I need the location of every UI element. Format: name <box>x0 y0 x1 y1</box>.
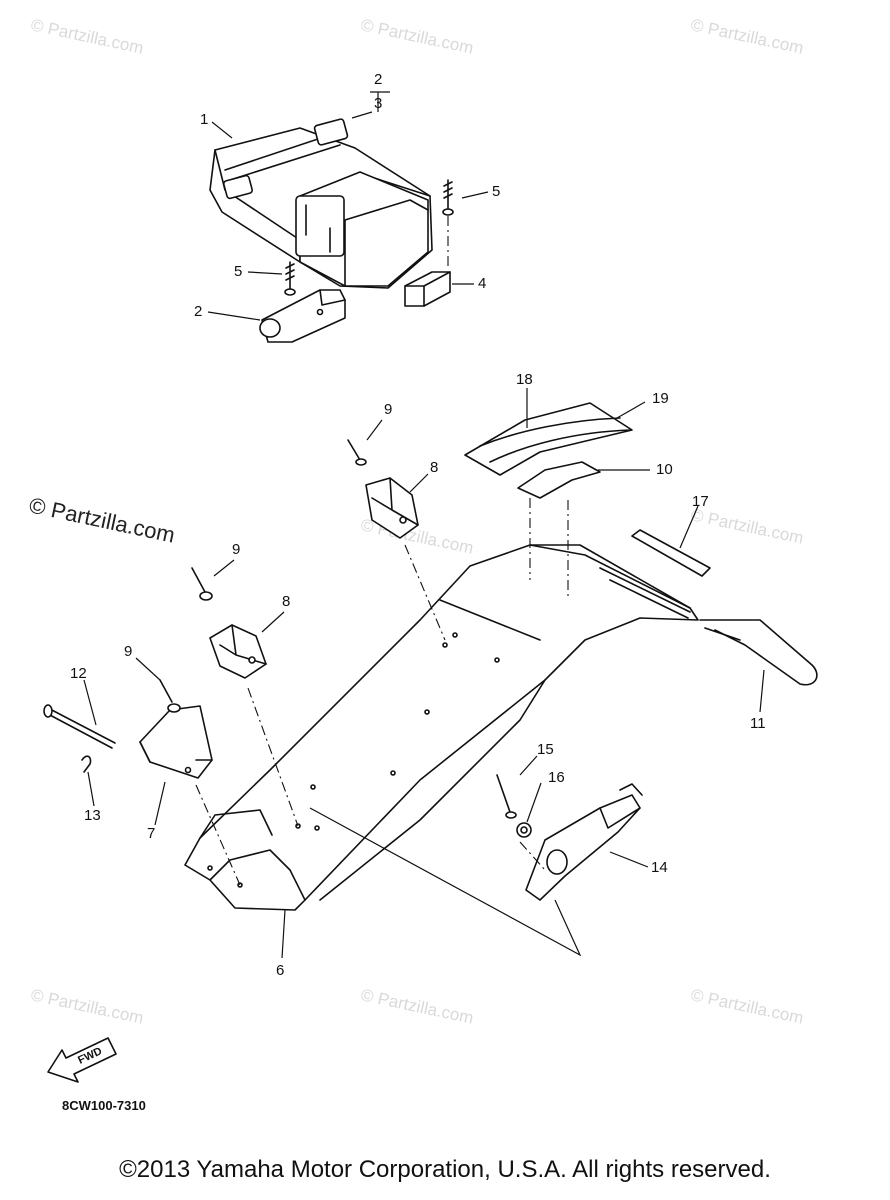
callout-9: 9 <box>124 643 132 660</box>
callout-19: 19 <box>652 390 669 407</box>
part-13-cotter <box>81 755 92 773</box>
callout-14: 14 <box>651 859 668 876</box>
part-11-handle <box>699 619 818 686</box>
part-9-screw-lower <box>159 679 181 713</box>
copyright-notice: ©2013 Yamaha Motor Corporation, U.S.A. A… <box>119 1156 771 1183</box>
watermark: © Partzilla.com <box>359 985 475 1027</box>
part-12-pin <box>43 704 116 749</box>
part-1-battery-assembly <box>209 118 433 289</box>
watermark: © Partzilla.com <box>689 505 805 547</box>
callout-8: 8 <box>430 459 438 476</box>
callout-15: 15 <box>537 741 554 758</box>
callout-8: 8 <box>282 593 290 610</box>
callout-1: 1 <box>200 111 208 128</box>
part-8-clamp-lower <box>209 624 267 679</box>
part-8-clamp-upper <box>365 477 419 539</box>
callout-2: 2 <box>194 303 202 320</box>
callout-4: 4 <box>478 275 486 292</box>
callout-9: 9 <box>384 401 392 418</box>
callout-16: 16 <box>548 769 565 786</box>
watermark: © Partzilla.com <box>29 15 145 57</box>
watermark: © Partzilla.com <box>689 15 805 57</box>
callout-17: 17 <box>692 493 709 510</box>
part-17-strip <box>631 529 711 577</box>
part-15-screw <box>496 774 517 819</box>
callout-9: 9 <box>232 541 240 558</box>
part-9-screw-mid <box>191 567 213 601</box>
part-18-19-decal <box>464 402 633 476</box>
callout-2: 2 <box>374 71 382 88</box>
part-16-nut <box>516 822 532 838</box>
watermark: © Partzilla.com <box>29 985 145 1027</box>
part-5-bolt-lower <box>284 261 296 296</box>
callout-7: 7 <box>147 825 155 842</box>
callout-5: 5 <box>234 263 242 280</box>
callout-3: 3 <box>374 95 382 112</box>
part-4-clip <box>404 271 451 307</box>
callout-10: 10 <box>656 461 673 478</box>
part-14-bracket <box>525 783 643 901</box>
reference-code: 8CW100-7310 <box>62 1098 146 1113</box>
watermark: © Partzilla.com <box>689 985 805 1027</box>
callout-5: 5 <box>492 183 500 200</box>
part-7-hinge <box>139 705 213 779</box>
callout-6: 6 <box>276 962 284 979</box>
callout-13: 13 <box>84 807 101 824</box>
part-6-fender <box>184 544 699 911</box>
part-5-bolt-upper <box>442 179 454 268</box>
fwd-arrow-icon: FWD <box>47 1037 117 1083</box>
watermark-main: © Partzilla.com <box>27 492 177 547</box>
part-2-bracket <box>259 289 346 343</box>
part-9-screw-upper <box>347 439 367 466</box>
callout-11: 11 <box>750 715 766 732</box>
callout-18: 18 <box>516 371 533 388</box>
callout-12: 12 <box>70 665 87 682</box>
part-10-decal <box>517 461 601 499</box>
watermark: © Partzilla.com <box>359 15 475 57</box>
